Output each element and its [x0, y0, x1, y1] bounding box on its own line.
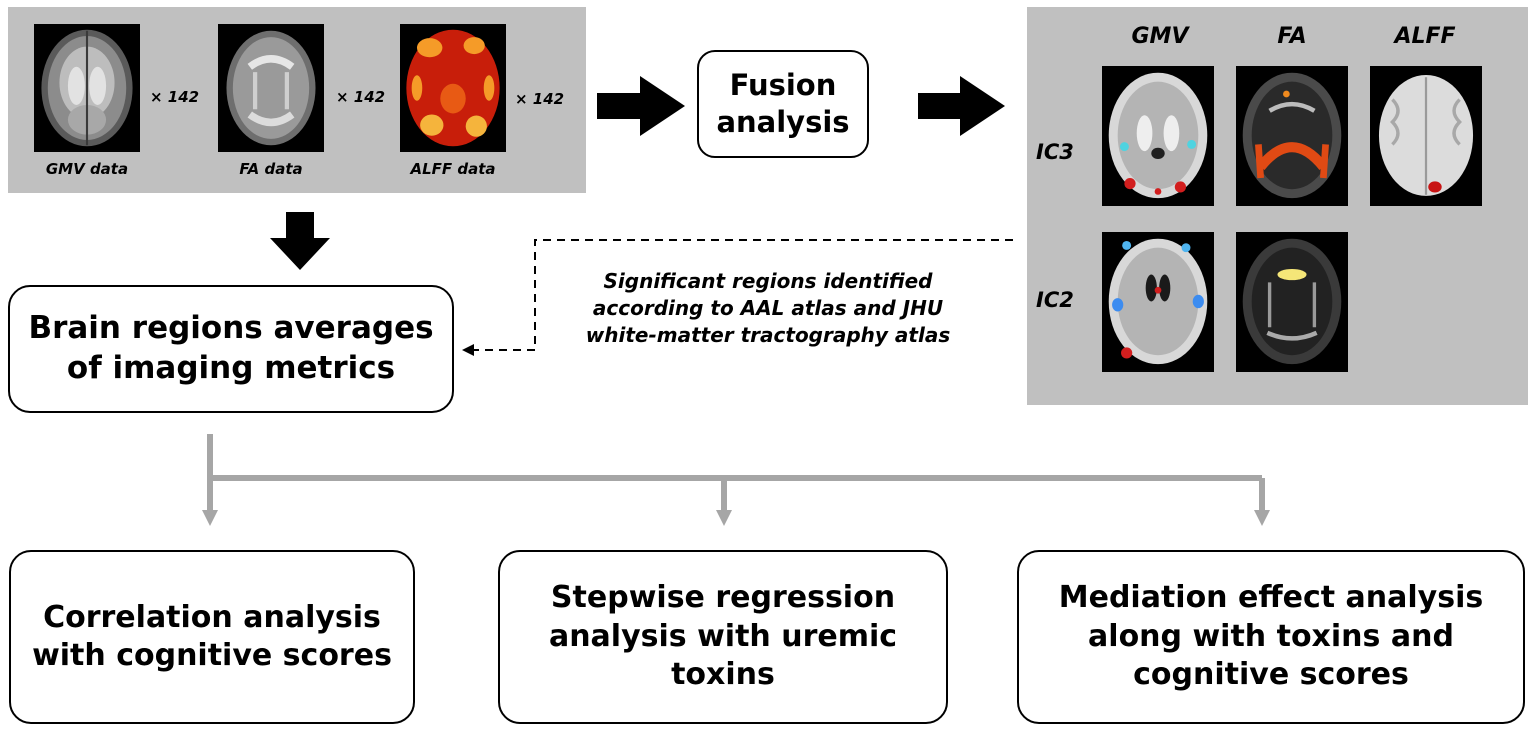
averages-line-1: Brain regions averages — [28, 310, 434, 347]
fa-data-image — [218, 24, 324, 152]
ic2-fa-map — [1236, 232, 1348, 372]
fa-multiplier: × 142 — [336, 88, 386, 106]
fusion-line-2: analysis — [716, 105, 850, 139]
gmv-multiplier: × 142 — [150, 88, 200, 106]
correlation-line-2: with cognitive scores — [32, 638, 392, 673]
results-header-fa: FA — [1277, 24, 1307, 49]
ic3-gmv-map — [1102, 66, 1214, 206]
mediation-line-2: along with toxins and — [1088, 618, 1454, 654]
correlation-line-1: Correlation analysis — [43, 599, 381, 635]
results-header-alff: ALFF — [1394, 24, 1456, 49]
ic2-gmv-map — [1102, 232, 1214, 372]
tree-arrowhead-correlation — [202, 510, 218, 526]
fa-data-caption: FA data — [239, 160, 303, 178]
atlas-note-line-1: Significant regions identified — [603, 269, 933, 293]
gmv-data-image — [34, 24, 140, 152]
dashed-arrowhead — [462, 344, 474, 356]
atlas-note-line-3: white-matter tractography atlas — [585, 323, 951, 347]
row-label-ic3: IC3 — [1036, 140, 1074, 164]
arrow-input-to-fusion — [597, 76, 685, 136]
row-label-ic2: IC2 — [1036, 288, 1074, 312]
stepwise-regression-box: Stepwise regression analysis with uremic… — [498, 550, 948, 724]
stepwise-line-2: analysis with uremic — [548, 618, 898, 654]
ic3-alff-map — [1370, 66, 1482, 206]
gmv-data-caption: GMV data — [45, 160, 129, 178]
arrow-input-to-averages — [270, 212, 330, 270]
atlas-note-line-2: according to AAL atlas and JHU — [592, 296, 944, 320]
alff-data-image — [400, 24, 506, 152]
fusion-line-1: Fusion — [729, 67, 837, 102]
outcome-tree-connector — [207, 434, 1265, 512]
arrow-fusion-to-results — [918, 76, 1005, 136]
averages-line-2: of imaging metrics — [66, 350, 396, 386]
stepwise-line-3: toxins — [671, 657, 775, 693]
alff-data-caption: ALFF data — [410, 160, 496, 178]
mediation-effect-box: Mediation effect analysis along with tox… — [1017, 550, 1525, 724]
fusion-analysis-box: Fusion analysis — [697, 50, 869, 158]
mediation-line-1: Mediation effect analysis — [1058, 580, 1484, 616]
tree-arrowhead-stepwise — [716, 510, 732, 526]
dashed-atlas-connector — [472, 239, 1013, 351]
mediation-line-3: cognitive scores — [1133, 657, 1409, 693]
ic3-fa-map — [1236, 66, 1348, 206]
stepwise-line-1: Stepwise regression — [550, 580, 896, 616]
correlation-analysis-box: Correlation analysis with cognitive scor… — [9, 550, 415, 724]
brain-region-averages-box: Brain regions averages of imaging metric… — [8, 285, 454, 413]
alff-multiplier: × 142 — [515, 90, 565, 108]
tree-arrowhead-mediation — [1254, 510, 1270, 526]
atlas-note: Significant regions identified according… — [548, 268, 988, 349]
results-header-gmv: GMV — [1131, 24, 1189, 49]
